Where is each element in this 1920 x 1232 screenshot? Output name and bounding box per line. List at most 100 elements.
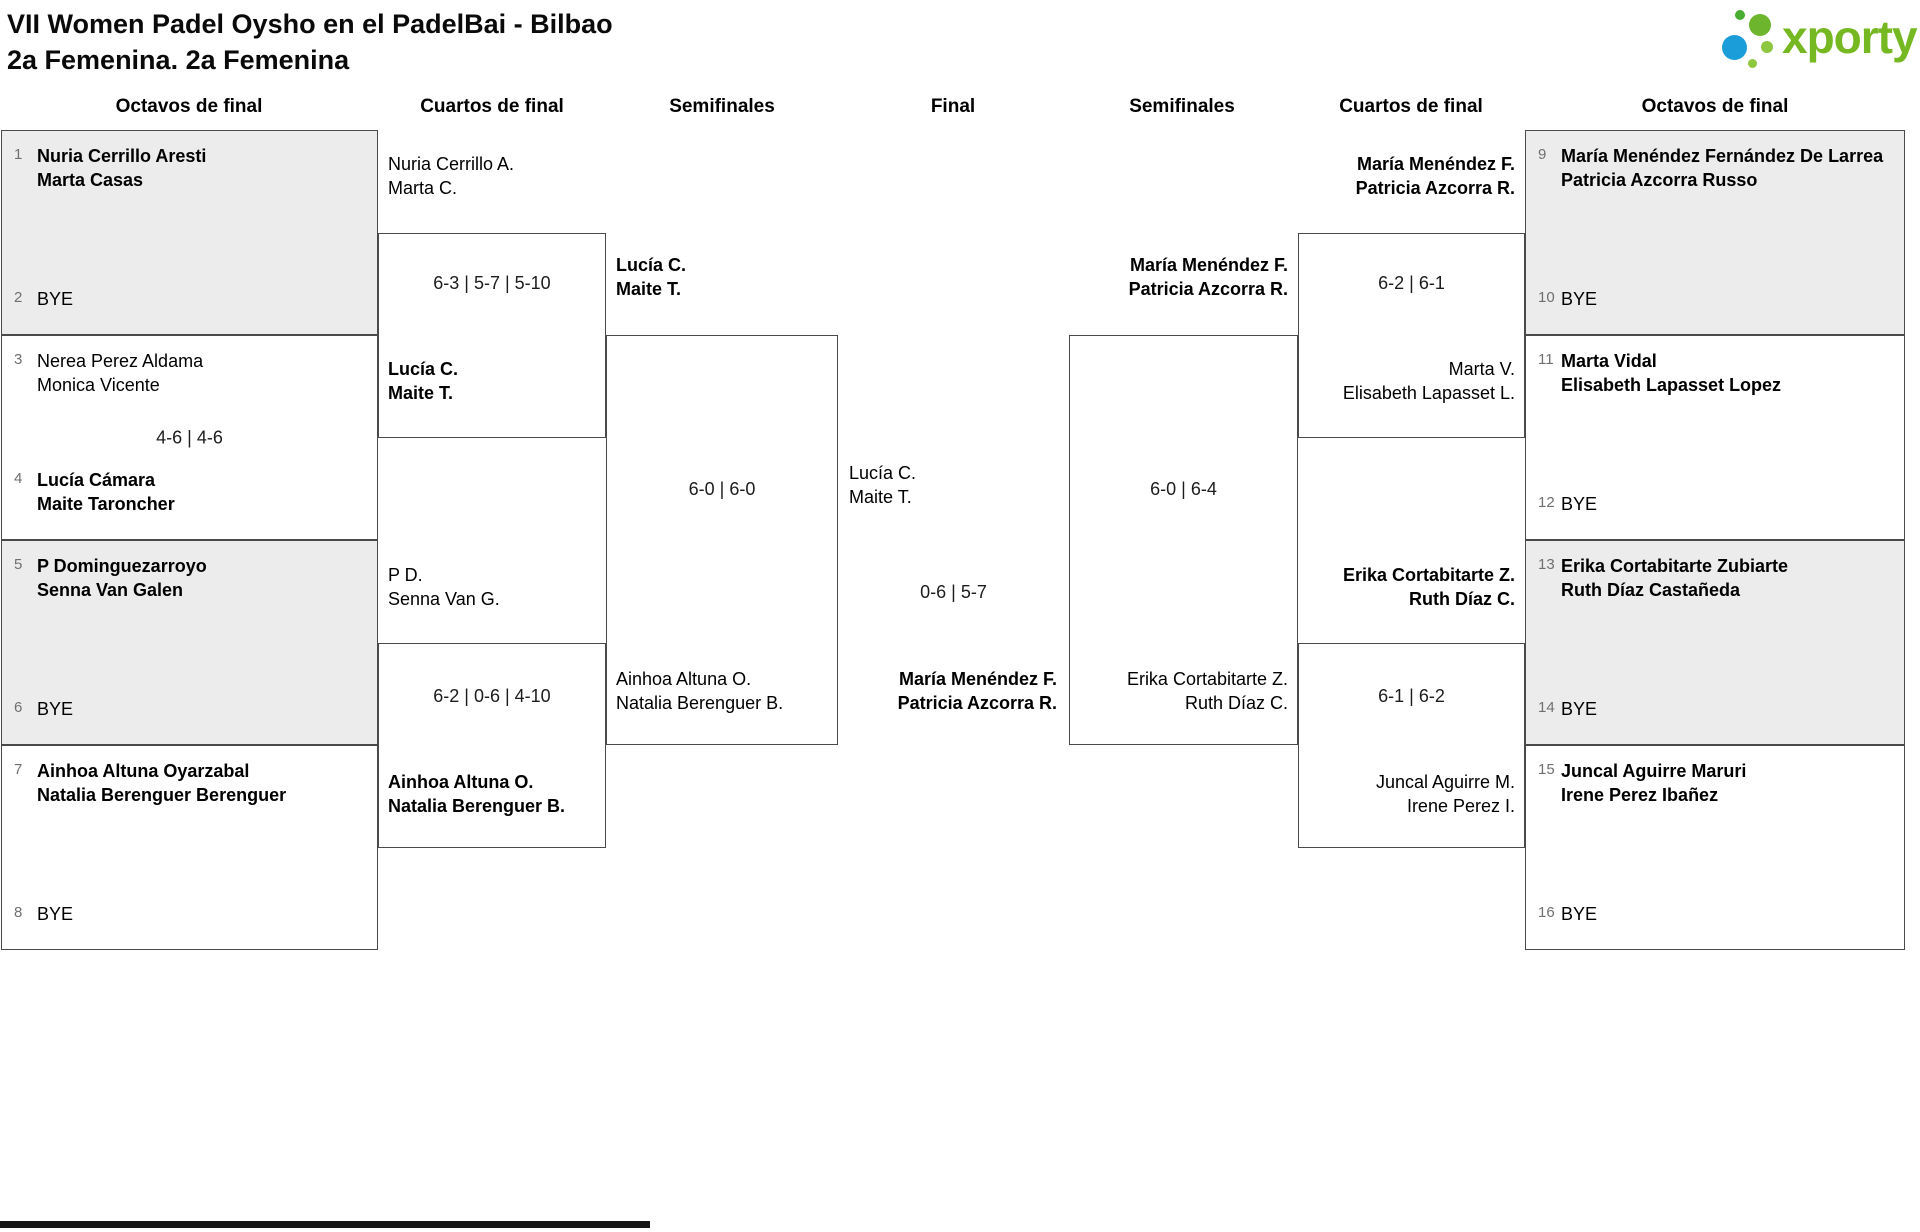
team-name: Ainhoa Altuna O.Natalia Berenguer B.: [616, 669, 784, 713]
team-name: BYE: [37, 904, 74, 924]
match-score: 6-1 | 6-2: [1378, 686, 1445, 706]
match-qf-left-2-box: [378, 643, 606, 848]
logo-dot-icon: [1748, 59, 1757, 68]
seed-number: 14: [1538, 699, 1555, 716]
team-name: Marta V.Elisabeth Lapasset L.: [1342, 359, 1515, 403]
team-name: Juncal Aguirre M.Irene Perez I.: [1375, 772, 1515, 816]
round-header-octavos-left: Octavos de final: [115, 96, 263, 117]
seed-number: 5: [14, 556, 23, 573]
match-qf-right-1-box: [1298, 233, 1525, 438]
team-name: BYE: [1561, 494, 1598, 514]
team-name: BYE: [1561, 699, 1598, 719]
bottom-bar: [0, 1221, 650, 1228]
team-slot: 2 BYE: [14, 287, 373, 311]
team-name: BYE: [37, 699, 74, 719]
logo-dot-icon: [1735, 10, 1745, 20]
seed-number: 7: [14, 761, 23, 778]
team-name: María Menéndez F.Patricia Azcorra R.: [897, 669, 1057, 713]
match-qf-right-2-box: [1298, 643, 1525, 848]
team-slot: 10 BYE: [1538, 287, 1900, 311]
match-sf-right-box: [1069, 335, 1298, 745]
logo-text: xporty: [1782, 11, 1918, 63]
team-name: Lucía C.Maite T.: [616, 255, 687, 299]
page-header: VII Women Padel Oysho en el PadelBai - B…: [7, 6, 613, 78]
team-name: Erika Cortabitarte Z.Ruth Díaz C.: [1126, 669, 1288, 713]
xporty-logo[interactable]: xporty: [1720, 4, 1920, 74]
round-header-cuartos-left: Cuartos de final: [420, 96, 564, 117]
team-slot: 14 BYE: [1538, 697, 1900, 721]
match-score: 0-6 | 5-7: [920, 582, 987, 602]
team-name: María Menéndez F.Patricia Azcorra R.: [1355, 154, 1515, 198]
team-name: Erika Cortabitarte Z.Ruth Díaz C.: [1342, 565, 1515, 609]
team-name: María Menéndez F.Patricia Azcorra R.: [1128, 255, 1288, 299]
seed-number: 15: [1538, 761, 1555, 778]
team-name: Nuria Cerrillo A.Marta C.: [388, 154, 515, 198]
round-header-final: Final: [930, 96, 976, 117]
seed-number: 6: [14, 699, 23, 716]
team-slot: 8 BYE: [14, 902, 373, 926]
team-name: BYE: [37, 289, 74, 309]
logo-dot-icon: [1761, 41, 1773, 53]
seed-number: 3: [14, 351, 23, 368]
team-name: Lucía C.Maite T.: [388, 359, 459, 403]
seed-number: 10: [1538, 289, 1555, 306]
seed-number: 1: [14, 146, 23, 163]
match-score: 6-3 | 5-7 | 5-10: [433, 273, 551, 293]
team-name: Ainhoa Altuna O.Natalia Berenguer B.: [388, 772, 566, 816]
match-score: 6-2 | 6-1: [1378, 273, 1445, 293]
team-slot: 16 BYE: [1538, 902, 1900, 926]
team-slot: 6 BYE: [14, 697, 373, 721]
seed-number: 9: [1538, 146, 1547, 163]
seed-number: 12: [1538, 494, 1555, 511]
round-header-cuartos-right: Cuartos de final: [1339, 96, 1483, 117]
round-header-octavos-right: Octavos de final: [1641, 96, 1789, 117]
seed-number: 13: [1538, 556, 1555, 573]
logo-dot-icon: [1722, 35, 1747, 60]
team-slot: 12 BYE: [1538, 492, 1900, 516]
match-score: 6-0 | 6-0: [688, 479, 756, 499]
match-sf-left-box: [606, 335, 838, 745]
seed-number: 16: [1538, 904, 1555, 921]
match-score: 4-6 | 4-6: [156, 427, 223, 447]
team-name: BYE: [1561, 289, 1598, 309]
match-qf-left-1-box: [378, 233, 606, 438]
seed-number: 4: [14, 470, 23, 487]
seed-number: 2: [14, 289, 23, 306]
team-name: Lucía C.Maite T.: [849, 463, 917, 507]
tournament-title: VII Women Padel Oysho en el PadelBai - B…: [7, 9, 613, 39]
round-header-semis-right: Semifinales: [1129, 96, 1235, 117]
seed-number: 8: [14, 904, 23, 921]
team-name: P D.Senna Van G.: [388, 565, 500, 609]
seed-number: 11: [1538, 351, 1554, 368]
team-name: BYE: [1561, 904, 1598, 924]
category-title: 2a Femenina. 2a Femenina: [7, 45, 350, 75]
round-header-semis-left: Semifinales: [669, 96, 775, 117]
logo-dot-icon: [1749, 14, 1771, 36]
